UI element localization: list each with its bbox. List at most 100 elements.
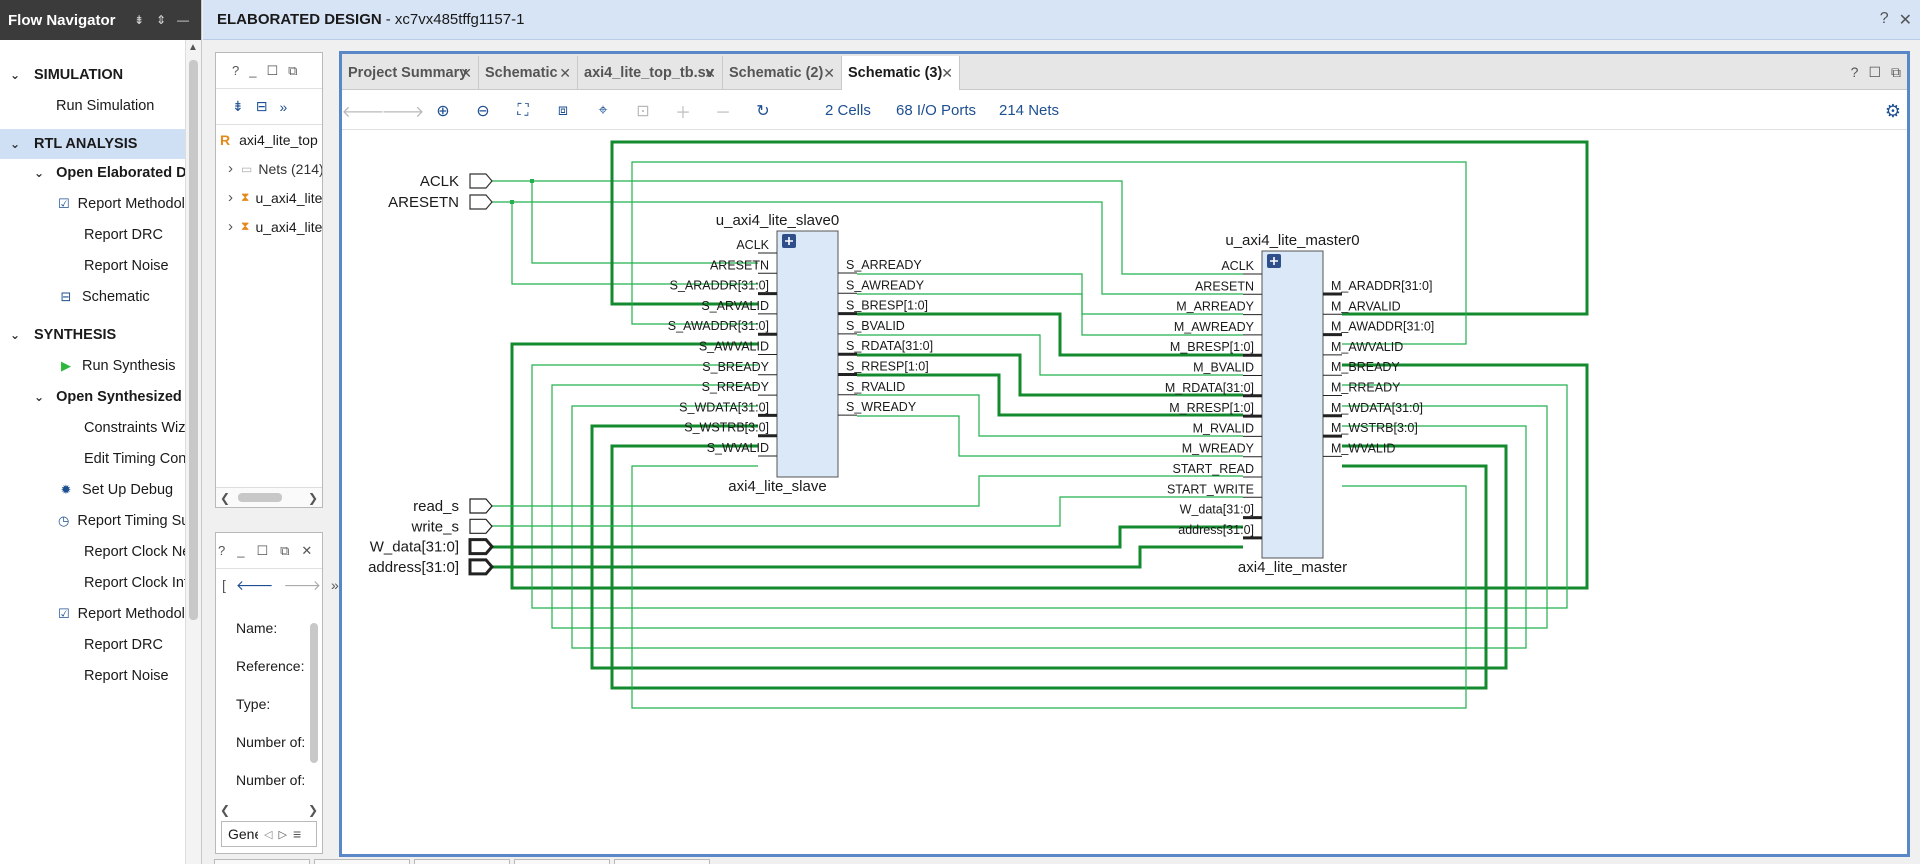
more-icon[interactable]: » [279,98,288,115]
zoom-in-icon[interactable]: ⊕ [436,103,450,120]
bus-net[interactable] [492,525,1243,549]
minimize-icon[interactable]: — [177,13,189,27]
help-icon[interactable]: ? [218,543,226,558]
input-port-icon[interactable] [468,558,494,576]
net[interactable] [631,465,1467,709]
tab-schematic-3-[interactable]: Schematic (3)✕ [842,56,960,90]
flow-nav-item-synthesis[interactable]: ⌄SYNTHESIS [0,320,185,350]
zoom-area-icon[interactable]: ⧈ [557,102,569,119]
nets-link[interactable]: 214 Nets [999,102,1060,119]
net[interactable] [492,496,1243,527]
bottom-tab[interactable] [614,859,710,864]
restore-icon[interactable]: ☐ [1868,64,1881,80]
tab-axi4-lite-top-tb-sv[interactable]: axi4_lite_top_tb.sv✕ [578,56,723,90]
tab-close-icon[interactable]: ✕ [704,64,716,81]
tree-node[interactable]: ›⧗u_axi4_lite_master0 [216,212,322,241]
flow-nav-item-open-elaborated-design[interactable]: ⌄Open Elaborated Design [0,158,185,188]
slave-block[interactable] [776,230,839,478]
tab-close-icon[interactable]: ✕ [823,64,835,81]
chevron-down-icon[interactable]: ⌄ [9,328,21,342]
bus-net[interactable] [857,312,1243,357]
cells-link[interactable]: 2 Cells [825,102,871,119]
net[interactable] [492,180,758,264]
tab-schematic[interactable]: Schematic✕ [479,56,578,90]
flow-nav-item-report-noise[interactable]: Report Noise [0,251,185,281]
bottom-tab[interactable] [514,859,610,864]
flow-nav-item-constraints-wizard[interactable]: Constraints Wizard [0,413,185,443]
float-icon[interactable]: ⧉ [1891,64,1901,80]
bus-net[interactable] [492,545,1243,569]
input-port-icon[interactable] [469,194,493,210]
vertical-scrollbar[interactable] [308,609,320,779]
master-block[interactable] [1261,250,1324,559]
forward-arrow-icon[interactable]: 🡒 [283,576,321,593]
help-icon[interactable]: ? [1879,10,1889,27]
io-ports-link[interactable]: 68 I/O Ports [896,102,977,119]
net[interactable] [857,394,1243,437]
input-port-icon[interactable] [469,173,493,189]
flow-nav-item-run-synthesis[interactable]: ▶Run Synthesis [0,351,185,381]
net[interactable] [532,180,1243,275]
net[interactable] [512,201,1243,295]
net[interactable] [492,201,758,285]
minimize-icon[interactable]: _ [249,63,257,78]
tab-close-icon[interactable]: ✕ [941,64,953,81]
zoom-out-icon[interactable]: ⊖ [476,103,490,120]
bus-net[interactable] [510,342,1589,590]
tree-node[interactable]: ›⧗u_axi4_lite_slave0 [216,183,322,212]
bus-net[interactable] [857,373,1243,417]
chevron-right-icon[interactable]: › [228,160,233,177]
tab-general[interactable]: General ◁ ▷ ≡ [221,821,317,847]
flow-nav-item-report-drc[interactable]: Report DRC [0,220,185,250]
bus-net[interactable] [590,424,1508,670]
chevron-down-icon[interactable]: ⌄ [34,390,45,404]
collapse-all-icon[interactable]: ⇟ [133,13,145,27]
select-icon[interactable]: ⊡ [636,103,650,120]
schematic-svg[interactable]: ACLKARESETNread_swrite_sW_data[31:0]addr… [342,130,1907,854]
flow-nav-item-edit-timing-constraints[interactable]: Edit Timing Constraints [0,444,185,474]
close-icon[interactable]: ✕ [301,542,313,558]
net[interactable] [531,364,1568,609]
tab-schematic-2-[interactable]: Schematic (2)✕ [723,56,842,90]
tab-project-summary[interactable]: Project Summary✕ [342,56,479,90]
net[interactable] [571,405,1527,649]
gear-icon[interactable]: ⚙ [1884,101,1901,121]
bus-net[interactable] [857,353,1243,397]
scroll-right-icon[interactable]: ❯ [307,803,318,817]
sort-icon[interactable]: ⇕ [155,13,167,27]
collapse-all-icon[interactable]: ⇟ [232,98,244,114]
chevron-down-icon[interactable]: ⌄ [9,68,21,82]
tab-close-icon[interactable]: ✕ [460,64,472,81]
flow-nav-item-report-noise[interactable]: Report Noise [0,661,185,691]
scroll-left-icon[interactable]: ❮ [220,803,231,817]
schematic-icon[interactable]: ⊟ [255,98,268,114]
tree-node[interactable]: ›▭Nets (214) [216,154,322,183]
forward-icon[interactable]: 🡒 [381,103,425,121]
chevron-down-icon[interactable]: ⌄ [34,166,45,180]
flow-nav-item-set-up-debug[interactable]: ✹Set Up Debug [0,475,185,505]
more-icon[interactable]: » [330,577,339,593]
scroll-left-icon[interactable]: ❮ [220,490,231,505]
flow-nav-item-report-drc[interactable]: Report DRC [0,630,185,660]
flow-nav-item-rtl-analysis[interactable]: ⌄RTL ANALYSIS [0,129,185,159]
scroll-thumb[interactable] [310,623,318,763]
bus-net[interactable] [610,140,1589,316]
scroll-up-icon[interactable]: ▲ [188,42,198,53]
input-port-icon[interactable] [469,518,493,534]
flow-nav-item-simulation[interactable]: ⌄SIMULATION [0,60,185,90]
flow-nav-item-report-clock-interaction[interactable]: Report Clock Interaction [0,568,185,598]
flow-nav-item-run-simulation[interactable]: Run Simulation [0,91,185,121]
menu-icon[interactable]: ≡ [292,826,302,842]
maximize-icon[interactable]: ☐ [256,542,269,558]
net[interactable] [492,475,1243,507]
flow-nav-item-report-clock-networks[interactable]: Report Clock Networks [0,537,185,567]
back-icon[interactable]: 🡐 [341,103,385,121]
bottom-tab[interactable] [414,859,510,864]
tab-close-icon[interactable]: ✕ [559,64,571,81]
bus-net[interactable] [610,444,1488,690]
chevron-right-icon[interactable]: › [228,189,233,206]
bottom-tab[interactable] [314,859,410,864]
prev-tab-icon[interactable]: ◁ [264,828,273,841]
